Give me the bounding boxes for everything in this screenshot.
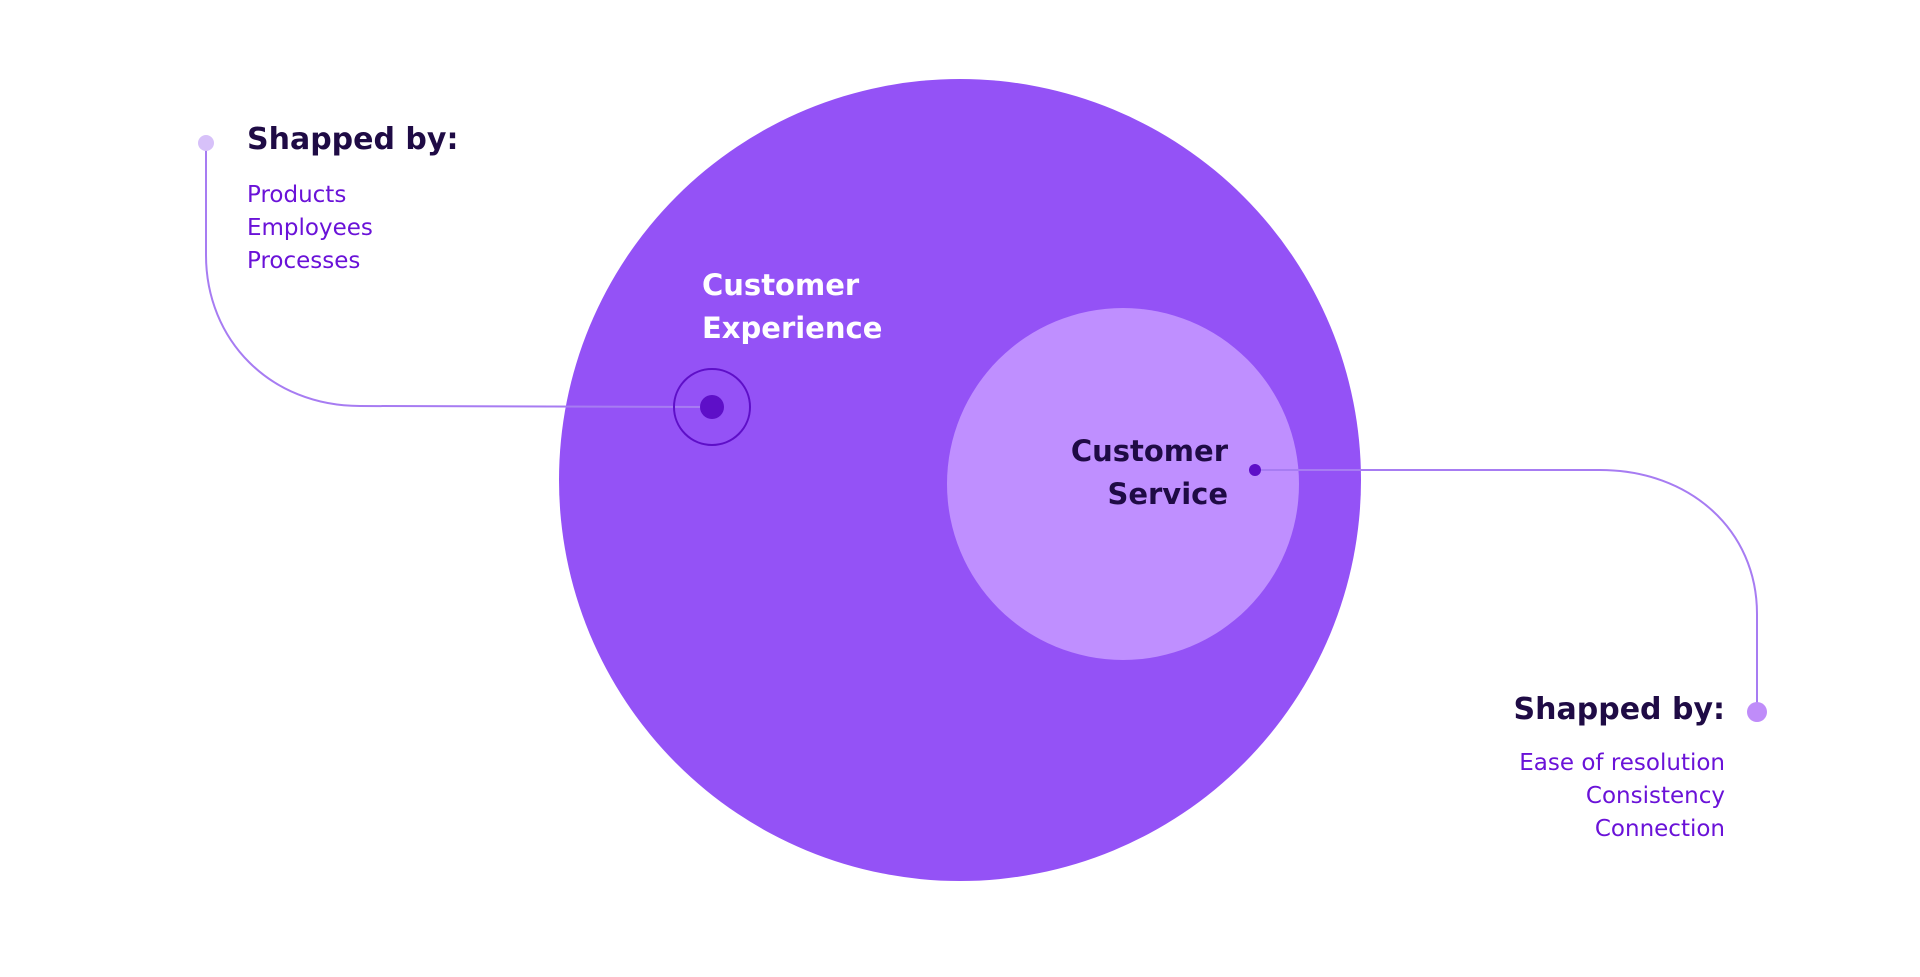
customer-experience-shaped-by-heading: Shapped by:	[247, 122, 459, 157]
customer-experience-factor-list: Products Employees Processes	[247, 179, 373, 278]
factor-item: Ease of resolution	[1519, 750, 1725, 776]
customer-service-shaped-by-heading: Shapped by:	[1513, 692, 1725, 727]
right-connector-line	[1255, 469, 1758, 712]
customer-experience-label: Customer Experience	[702, 264, 882, 350]
customer-experience-label-line1: Customer	[702, 268, 860, 302]
customer-experience-target-ring	[673, 368, 751, 446]
factor-item: Consistency	[1585, 783, 1725, 809]
customer-experience-label-line2: Experience	[702, 311, 883, 345]
customer-service-label-line2: Service	[1107, 477, 1228, 511]
right-connector-endpoint	[1747, 702, 1767, 722]
factor-item: Products	[247, 182, 347, 208]
factor-item: Employees	[247, 215, 373, 241]
factor-item: Processes	[247, 248, 361, 274]
left-connector-endpoint	[198, 135, 214, 151]
left-connector-line	[205, 143, 713, 408]
customer-service-label: Customer Service	[1071, 430, 1228, 516]
customer-service-circle	[947, 308, 1299, 660]
customer-service-factor-list: Ease of resolution Consistency Connectio…	[1519, 747, 1725, 846]
factor-item: Connection	[1594, 816, 1725, 842]
customer-service-dot	[1249, 464, 1261, 476]
customer-service-label-line1: Customer	[1070, 434, 1228, 468]
customer-experience-target-dot	[700, 395, 724, 419]
